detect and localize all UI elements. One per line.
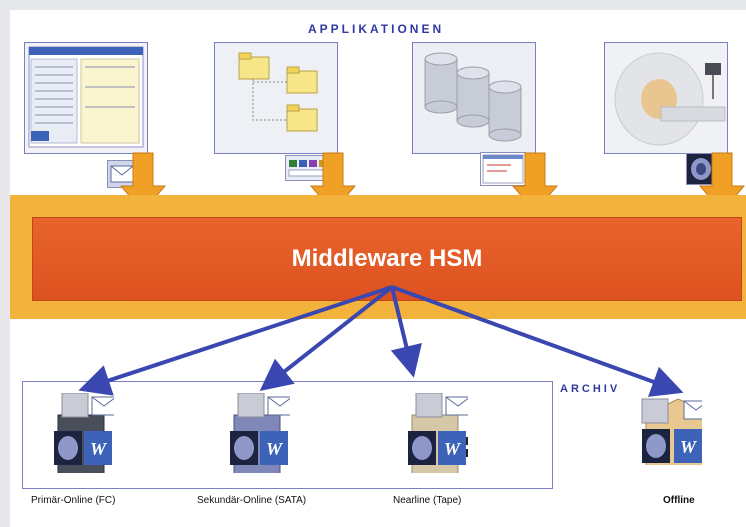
tier-label-nearline: Nearline (Tape) — [393, 495, 462, 506]
storage-primary-icon: W — [54, 393, 114, 473]
tier-label-primary: Primär-Online (FC) — [31, 495, 116, 506]
storage-nearline-icon: W — [408, 393, 468, 473]
document-badge — [480, 152, 526, 186]
spreadsheet-window-icon — [28, 46, 144, 148]
svg-text:W: W — [444, 439, 462, 459]
tier-label-secondary: Sekundär-Online (SATA) — [197, 495, 307, 506]
storage-secondary-icon: W — [230, 393, 290, 473]
brain-badge — [686, 153, 716, 185]
app-database — [412, 42, 536, 154]
database-cylinders-icon — [413, 43, 535, 153]
svg-text:W: W — [90, 439, 108, 459]
archive-title: ARCHIV — [560, 383, 621, 395]
arrow-to-nearline — [390, 286, 422, 378]
arrow-to-offline — [391, 285, 684, 397]
arrow-to-primary — [78, 285, 393, 396]
applications-title: APPLIKATIONEN — [308, 22, 445, 36]
svg-text:W: W — [266, 439, 284, 459]
app-mri — [604, 42, 728, 154]
app-folders — [214, 42, 338, 154]
storage-offline-icon: W — [641, 398, 702, 465]
middleware-hsm-label: Middleware HSM — [291, 245, 483, 272]
arrow-to-secondary — [259, 285, 394, 391]
document-window-icon — [482, 154, 524, 184]
mri-scanner-icon — [605, 43, 727, 153]
brain-scan-icon — [691, 158, 711, 180]
tier-label-offline: Offline — [663, 495, 695, 506]
folder-tree-icon — [215, 43, 337, 153]
svg-text:W: W — [680, 437, 698, 457]
app-spreadsheet — [24, 42, 148, 154]
